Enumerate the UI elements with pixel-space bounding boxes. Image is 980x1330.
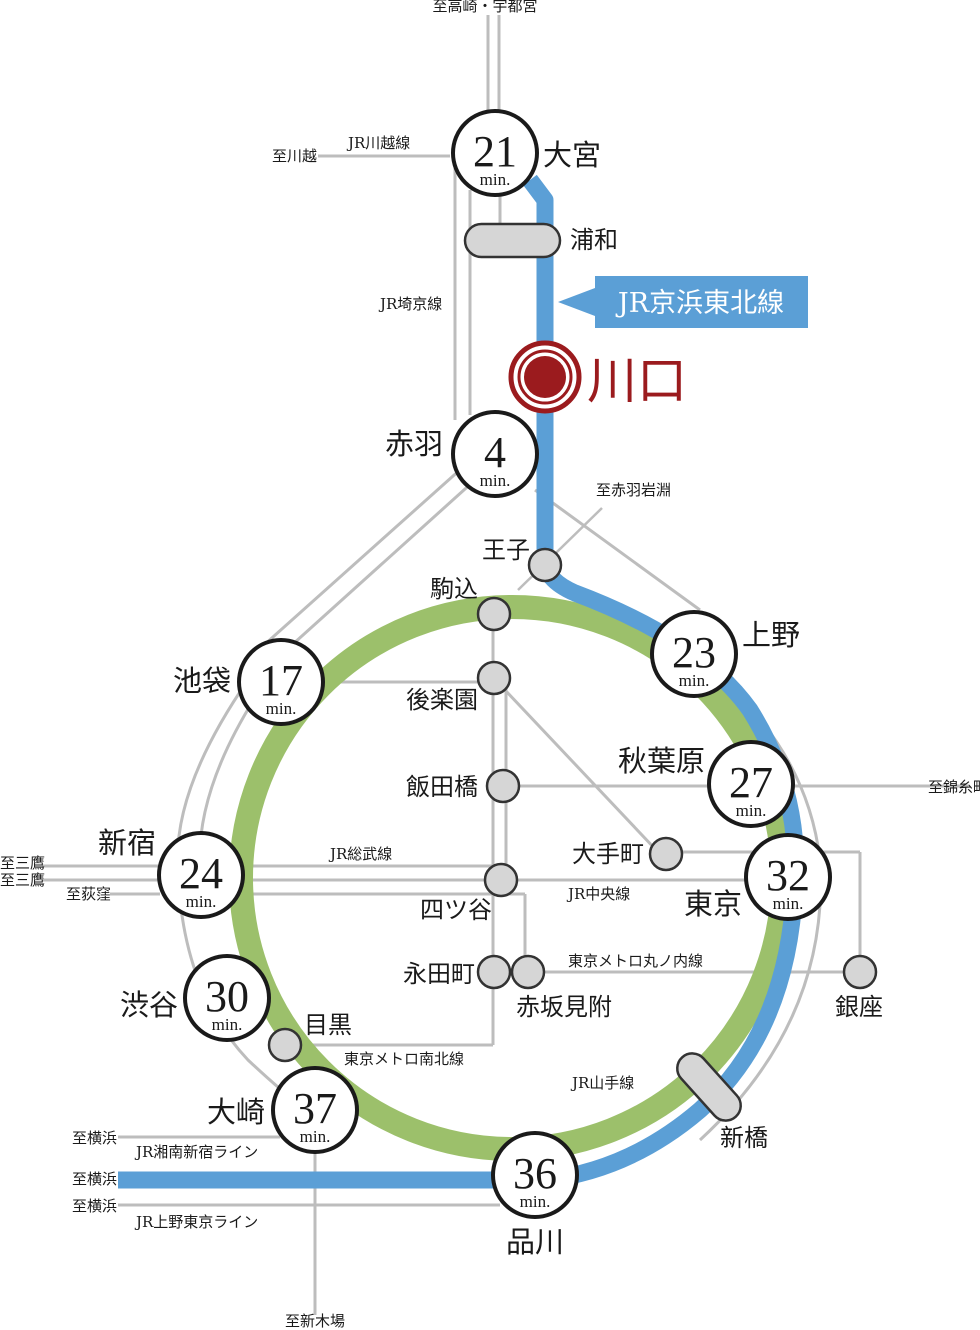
direction-mitaka-1: 至三鷹 [0,854,45,872]
station-name: 大宮 [543,138,601,172]
minutes-unit: min. [212,1015,243,1034]
namboku-line-label: 東京メトロ南北線 [344,1050,464,1068]
urawa-label: 浦和 [570,226,618,254]
station-name: 池袋 [173,664,231,698]
minutes-unit: min. [266,699,297,718]
direction-yokohama-1: 至横浜 [72,1129,117,1147]
timed-station-akihabara: 27 min. 秋葉原 [618,740,795,828]
chuo-line-label: JR中央線 [566,885,630,903]
shimbashi-pill [676,1052,742,1122]
iidabashi-dot [485,768,521,804]
ueno-tokyo-line-label: JR上野東京ライン [134,1213,258,1231]
station-name: 渋谷 [120,988,178,1022]
direction-akabane-iwabuchi: 至赤羽岩淵 [596,481,671,499]
kawaguchi-label: 川口 [587,352,687,410]
direction-mitaka-2: 至三鷹 [0,871,45,889]
banner-label: JR京浜東北線 [615,288,784,319]
iidabashi-label: 飯田橋 [406,773,478,801]
minutes-value: 36 [513,1149,557,1198]
saikyo-line-label: JR埼京線 [378,295,442,313]
minutes-unit: min. [679,671,710,690]
minutes-value: 21 [473,127,517,176]
yotsuya-dot [483,862,519,898]
kawaguchi-station-marker: 川口 [508,340,687,414]
minutes-value: 23 [672,628,716,677]
timed-station-osaki: 37 min. 大崎 [207,1066,359,1154]
station-name: 東京 [684,887,742,921]
minor-stations [267,547,878,1063]
minutes-unit: min. [480,170,511,189]
oji-dot [527,547,563,583]
otemachi-dot [648,836,684,872]
minutes-value: 32 [766,851,810,900]
otemachi-label: 大手町 [572,840,644,868]
timed-station-shinagawa: 36 min. 品川 [491,1131,579,1259]
timed-station-akabane: 4 min. 赤羽 [385,410,539,498]
oji-label: 王子 [482,536,530,564]
timed-station-shibuya: 30 min. 渋谷 [120,954,271,1042]
shimbashi-label: 新橋 [720,1124,768,1152]
station-name: 秋葉原 [618,744,705,778]
meguro-label: 目黒 [304,1011,352,1039]
minutes-unit: min. [480,471,511,490]
akasaka-mitsuke-label: 赤坂見附 [516,993,612,1021]
minutes-value: 30 [205,972,249,1021]
timed-station-ikebukuro: 17 min. 池袋 [173,638,325,726]
direction-kawagoe: 至川越 [272,147,317,165]
yotsuya-label: 四ツ谷 [420,896,492,924]
timed-station-shinjuku: 24 min. 新宿 [98,826,245,919]
minutes-value: 37 [293,1084,337,1133]
minutes-value: 17 [259,656,303,705]
nagatacho-label: 永田町 [403,960,475,988]
nagatacho-dot [476,954,512,990]
minutes-value: 4 [484,428,506,477]
korakuen-label: 後楽園 [406,686,478,714]
komagome-label: 駒込 [430,575,478,603]
direction-kinshicho: 至錦糸町 [928,778,980,796]
korakuen-dot [476,660,512,696]
minutes-unit: min. [186,892,217,911]
direction-shinkiba: 至新木場 [285,1312,345,1330]
direction-yokohama-3: 至横浜 [72,1197,117,1215]
minutes-unit: min. [773,894,804,913]
sobu-line-label: JR総武線 [328,845,392,863]
timed-station-tokyo: 32 min. 東京 [684,833,832,921]
direction-yokohama-2: 至横浜 [72,1170,117,1188]
keihin-tohoku-banner: JR京浜東北線 [558,276,808,328]
shonan-shinjuku-line-label: JR湘南新宿ライン [134,1143,258,1161]
minutes-unit: min. [736,801,767,820]
direction-ogikubo: 至荻窪 [66,885,111,903]
minutes-unit: min. [300,1127,331,1146]
ginza-dot [842,954,878,990]
station-name: 赤羽 [385,427,443,461]
ginza-label: 銀座 [835,993,883,1021]
urawa-pill [463,222,562,259]
marunouchi-line-label: 東京メトロ丸ノ内線 [568,952,703,970]
akasaka-mitsuke-dot [510,954,546,990]
minutes-value: 24 [179,849,223,898]
station-name: 大崎 [207,1095,265,1129]
timed-station-omiya: 21 min. 大宮 [451,109,601,197]
yamanote-line-label: JR山手線 [570,1074,634,1092]
station-name: 品川 [506,1225,564,1259]
kawagoe-line-label: JR川越線 [346,134,410,152]
komagome-dot [476,596,512,632]
minutes-unit: min. [520,1192,551,1211]
timed-station-ueno: 23 min. 上野 [650,610,800,698]
direction-takasaki: 至高崎・宇都宮 [432,0,537,15]
station-name: 新宿 [98,826,156,860]
station-name: 上野 [742,618,800,652]
meguro-dot [267,1027,303,1063]
minutes-value: 27 [729,758,773,807]
